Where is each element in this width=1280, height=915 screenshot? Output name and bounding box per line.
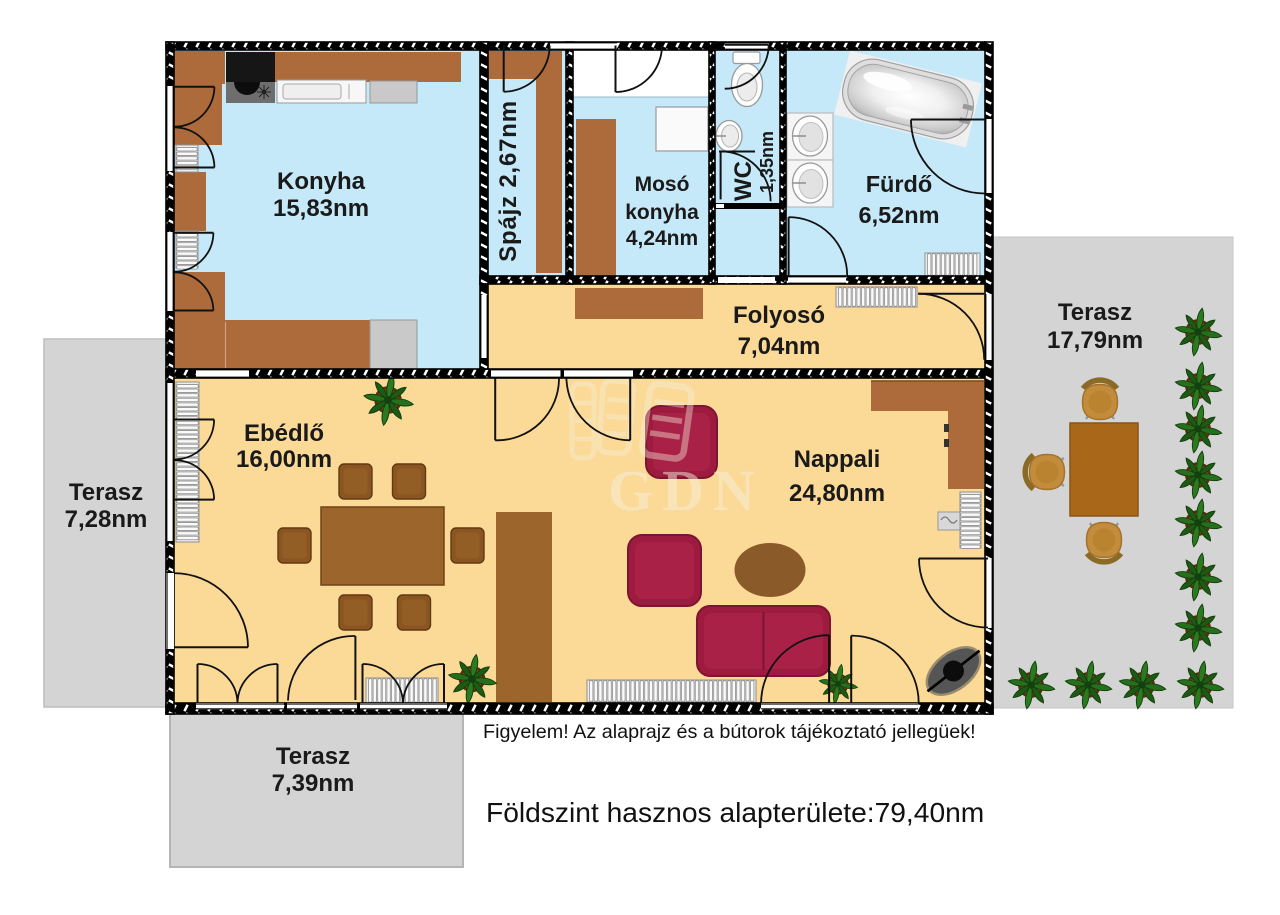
- svg-text:Folyosó: Folyosó: [733, 302, 825, 329]
- svg-text:Figyelem! Az alaprajz és a bút: Figyelem! Az alaprajz és a bútorok tájék…: [483, 721, 976, 743]
- svg-text:GDN: GDN: [608, 458, 764, 523]
- svg-text:konyha: konyha: [625, 201, 699, 224]
- svg-text:7,28nm: 7,28nm: [65, 506, 148, 533]
- svg-text:7,39nm: 7,39nm: [272, 770, 355, 797]
- svg-text:16,00nm: 16,00nm: [236, 446, 332, 473]
- svg-text:15,83nm: 15,83nm: [273, 195, 369, 222]
- svg-text:Nappali: Nappali: [794, 446, 881, 473]
- svg-text:17,79nm: 17,79nm: [1047, 327, 1143, 354]
- svg-text:Mosó: Mosó: [635, 173, 690, 196]
- svg-text:Terasz: Terasz: [69, 479, 143, 506]
- svg-text:Terasz: Terasz: [1058, 299, 1132, 326]
- svg-text:6,52nm: 6,52nm: [859, 202, 940, 228]
- svg-text:Fürdő: Fürdő: [866, 171, 933, 197]
- svg-text:Konyha: Konyha: [277, 168, 366, 195]
- svg-text:7,04nm: 7,04nm: [738, 333, 821, 360]
- svg-text:Spájz 2,67nm: Spájz 2,67nm: [495, 100, 522, 262]
- svg-text:1,35nm: 1,35nm: [757, 131, 777, 193]
- svg-text:Ebédlő: Ebédlő: [244, 420, 324, 447]
- svg-text:4,24nm: 4,24nm: [626, 227, 698, 250]
- svg-text:Terasz: Terasz: [276, 743, 350, 770]
- svg-text:WC: WC: [730, 161, 757, 201]
- svg-text:Földszint hasznos alapterülete: Földszint hasznos alapterülete:79,40nm: [486, 796, 984, 828]
- svg-text:24,80nm: 24,80nm: [789, 480, 885, 507]
